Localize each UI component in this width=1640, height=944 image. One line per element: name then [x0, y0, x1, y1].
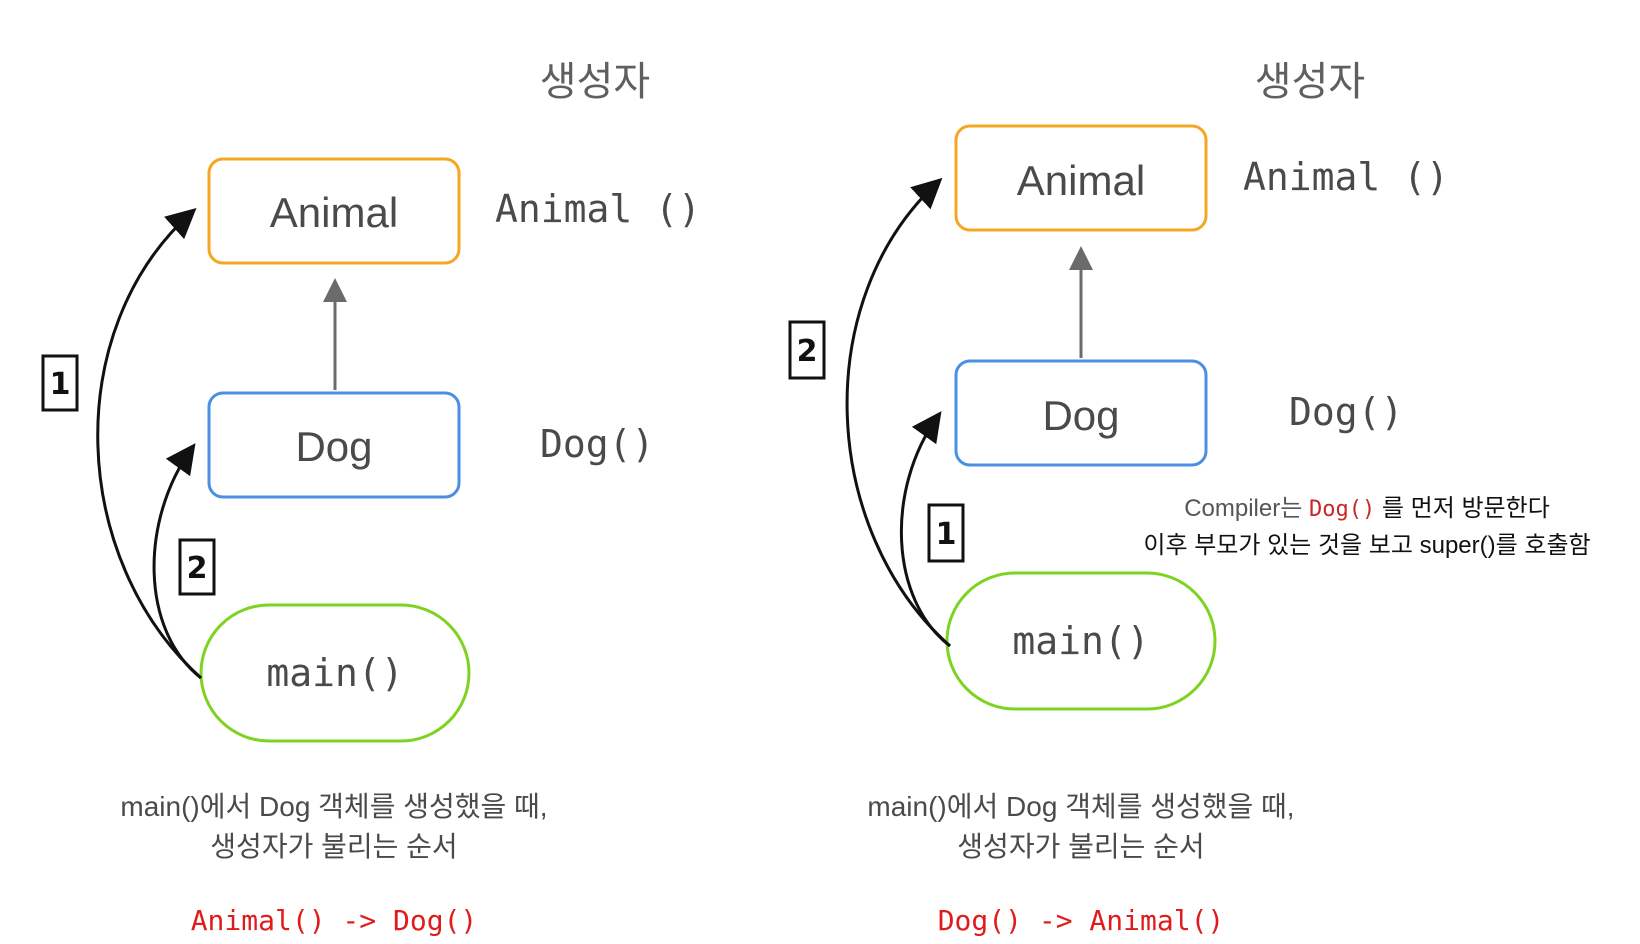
right-step-2-label: 2 — [797, 334, 818, 369]
right-dog-box — [954, 359, 1208, 467]
note-suffix: 를 먼저 방문한다 — [1375, 495, 1550, 522]
left-animal-box — [207, 157, 461, 265]
left-main-label: main() — [266, 651, 403, 695]
right-step-badge-1 — [927, 503, 965, 563]
left-step-1-label: 1 — [50, 367, 71, 402]
right-diagram: 생성자 Animal Dog main() Animal () Dog() 2 … — [788, 59, 1591, 937]
right-animal-label: Animal — [1017, 157, 1145, 204]
right-title: 생성자 — [1255, 59, 1365, 105]
left-title: 생성자 — [540, 59, 650, 105]
left-caption-line2: 생성자가 불리는 순서 — [210, 831, 457, 862]
right-order-text: Dog() -> Animal() — [938, 904, 1225, 937]
right-step-badge-2 — [788, 320, 826, 380]
right-step-1-label: 1 — [936, 517, 957, 552]
right-animal-constructor: Animal () — [1243, 155, 1449, 199]
left-main-pill — [199, 603, 471, 743]
note-code: Dog() — [1309, 497, 1375, 522]
right-dog-label: Dog — [1042, 392, 1119, 439]
right-call-arrow-dog — [899, 411, 951, 648]
left-caption-line1: main()에서 Dog 객체를 생성했을 때, — [120, 791, 547, 822]
right-main-pill — [945, 571, 1217, 711]
left-call-arrow-animal — [96, 207, 203, 680]
right-dog-constructor: Dog() — [1289, 390, 1403, 434]
note-prefix: Compiler는 — [1184, 495, 1309, 522]
left-order-text: Animal() -> Dog() — [191, 904, 478, 937]
left-step-badge-1 — [41, 354, 79, 412]
left-step-2-label: 2 — [187, 551, 208, 586]
left-call-arrow-dog — [152, 443, 202, 680]
right-compiler-note-line1: Compiler는 Dog() 를 먼저 방문한다 — [1184, 495, 1550, 522]
left-step-badge-2 — [178, 538, 216, 596]
left-diagram: 생성자 Animal Dog main() Animal () Dog() 1 … — [41, 59, 701, 937]
right-call-arrow-animal — [845, 177, 951, 648]
right-main-label: main() — [1012, 619, 1149, 663]
left-dog-constructor: Dog() — [540, 422, 654, 466]
right-caption-line1: main()에서 Dog 객체를 생성했을 때, — [867, 791, 1294, 822]
left-animal-constructor: Animal () — [495, 187, 701, 231]
left-dog-box — [207, 391, 461, 499]
left-dog-label: Dog — [295, 423, 372, 470]
right-caption-line2: 생성자가 불리는 순서 — [957, 831, 1204, 862]
right-compiler-note-line2: 이후 부모가 있는 것을 보고 super()를 호출함 — [1143, 532, 1590, 559]
right-animal-box — [954, 124, 1208, 232]
left-animal-label: Animal — [270, 189, 398, 236]
